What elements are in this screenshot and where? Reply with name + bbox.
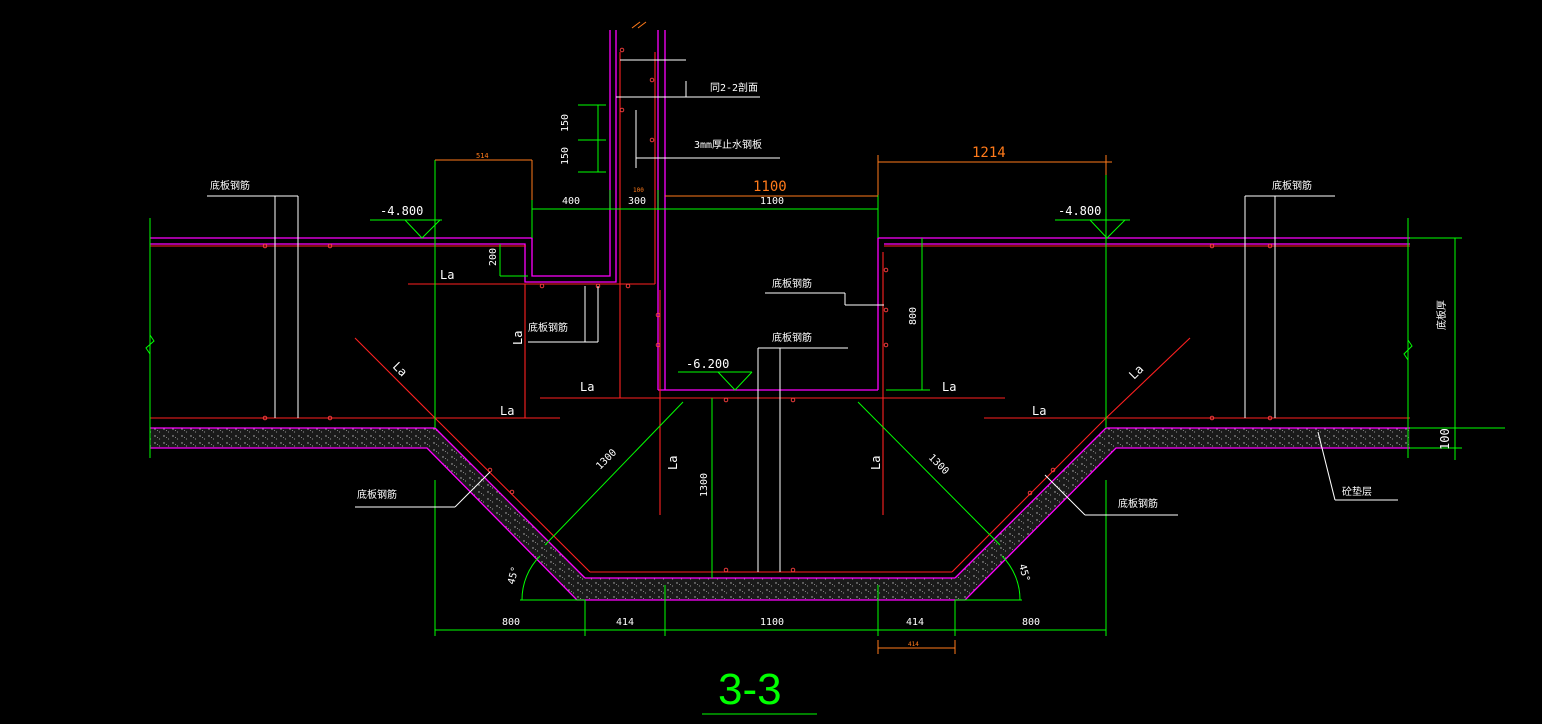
dim-top-small: 100 (633, 187, 644, 194)
label-section-ref: 同2-2剖面 (710, 81, 758, 94)
chinese-labels: 底板钢筋 底板钢筋 底板钢筋 底板钢筋 底板钢筋 底板钢筋 底板钢筋 同2-2剖… (210, 81, 1448, 510)
la-label: La (440, 268, 454, 282)
dim-bottom-small: 414 (908, 641, 919, 648)
leader-lines (207, 81, 1398, 572)
dimension-labels: 514 400 300 100 1100 1100 1214 150 150 2… (476, 114, 1452, 648)
label-bottom-rebar-center-top: 底板钢筋 (772, 277, 812, 290)
dim-top-1100: 1100 (760, 196, 784, 207)
la-label: La (942, 380, 956, 394)
dim-angle-right: 45° (1016, 563, 1031, 583)
anchorage-labels: La La La La La La La La La La La (390, 268, 1146, 470)
dim-bottom-414-right: 414 (906, 617, 924, 628)
label-bottom-rebar-slope-right: 底板钢筋 (1118, 497, 1158, 510)
la-label: La (511, 331, 525, 345)
label-slab-thickness: 底板厚 (1435, 300, 1448, 330)
dim-bottom-800-left: 800 (502, 617, 520, 628)
slab-outline (150, 30, 1410, 601)
dim-top-1100-orange: 1100 (753, 179, 787, 195)
elevation-right: -4.800 (1058, 204, 1101, 218)
la-label: La (666, 456, 680, 470)
elevation-labels: -4.800 -4.800 -6.200 (380, 204, 1101, 371)
dim-bottom-1100: 1100 (760, 617, 784, 628)
dim-top-300: 300 (628, 196, 646, 207)
elevation-markers (370, 219, 1130, 391)
label-cushion: 砼垫层 (1342, 485, 1372, 498)
dim-top-left-small: 514 (476, 152, 489, 160)
dimension-lines (145, 104, 1505, 715)
la-label: La (1126, 362, 1146, 382)
dim-top-1214: 1214 (972, 145, 1006, 161)
section-title: 3-3 (718, 665, 782, 714)
dim-wall-150-a: 150 (560, 114, 571, 132)
rebar-dots (262, 47, 1273, 573)
elevation-pit: -6.200 (686, 357, 729, 371)
dim-bottom-800-right: 800 (1022, 617, 1040, 628)
label-bottom-rebar-mid-left: 底板钢筋 (528, 321, 568, 334)
dim-angle-left: 45° (506, 565, 521, 585)
elevation-left: -4.800 (380, 204, 423, 218)
dim-bottom-414-left: 414 (616, 617, 634, 628)
label-bottom-rebar-right: 底板钢筋 (1272, 179, 1312, 192)
dim-step-200: 200 (488, 248, 499, 266)
dim-diag-1300-left: 1300 (594, 447, 619, 472)
la-label: La (580, 380, 594, 394)
la-label: La (500, 404, 514, 418)
label-bottom-rebar-slope-left: 底板钢筋 (357, 488, 397, 501)
cushion-layer (150, 428, 1410, 600)
dim-cushion-100: 100 (1438, 428, 1452, 450)
orange-dimension-lines (435, 21, 1112, 654)
label-bottom-rebar-center: 底板钢筋 (772, 331, 812, 344)
dim-wall-150-b: 150 (560, 147, 571, 165)
dim-pit-800: 800 (908, 307, 919, 325)
dim-vert-1300: 1300 (699, 473, 710, 497)
label-bottom-rebar-left: 底板钢筋 (210, 179, 250, 192)
la-label: La (869, 456, 883, 470)
dim-top-400: 400 (562, 196, 580, 207)
label-waterstop: 3mm厚止水钢板 (694, 138, 762, 151)
la-label: La (1032, 404, 1046, 418)
